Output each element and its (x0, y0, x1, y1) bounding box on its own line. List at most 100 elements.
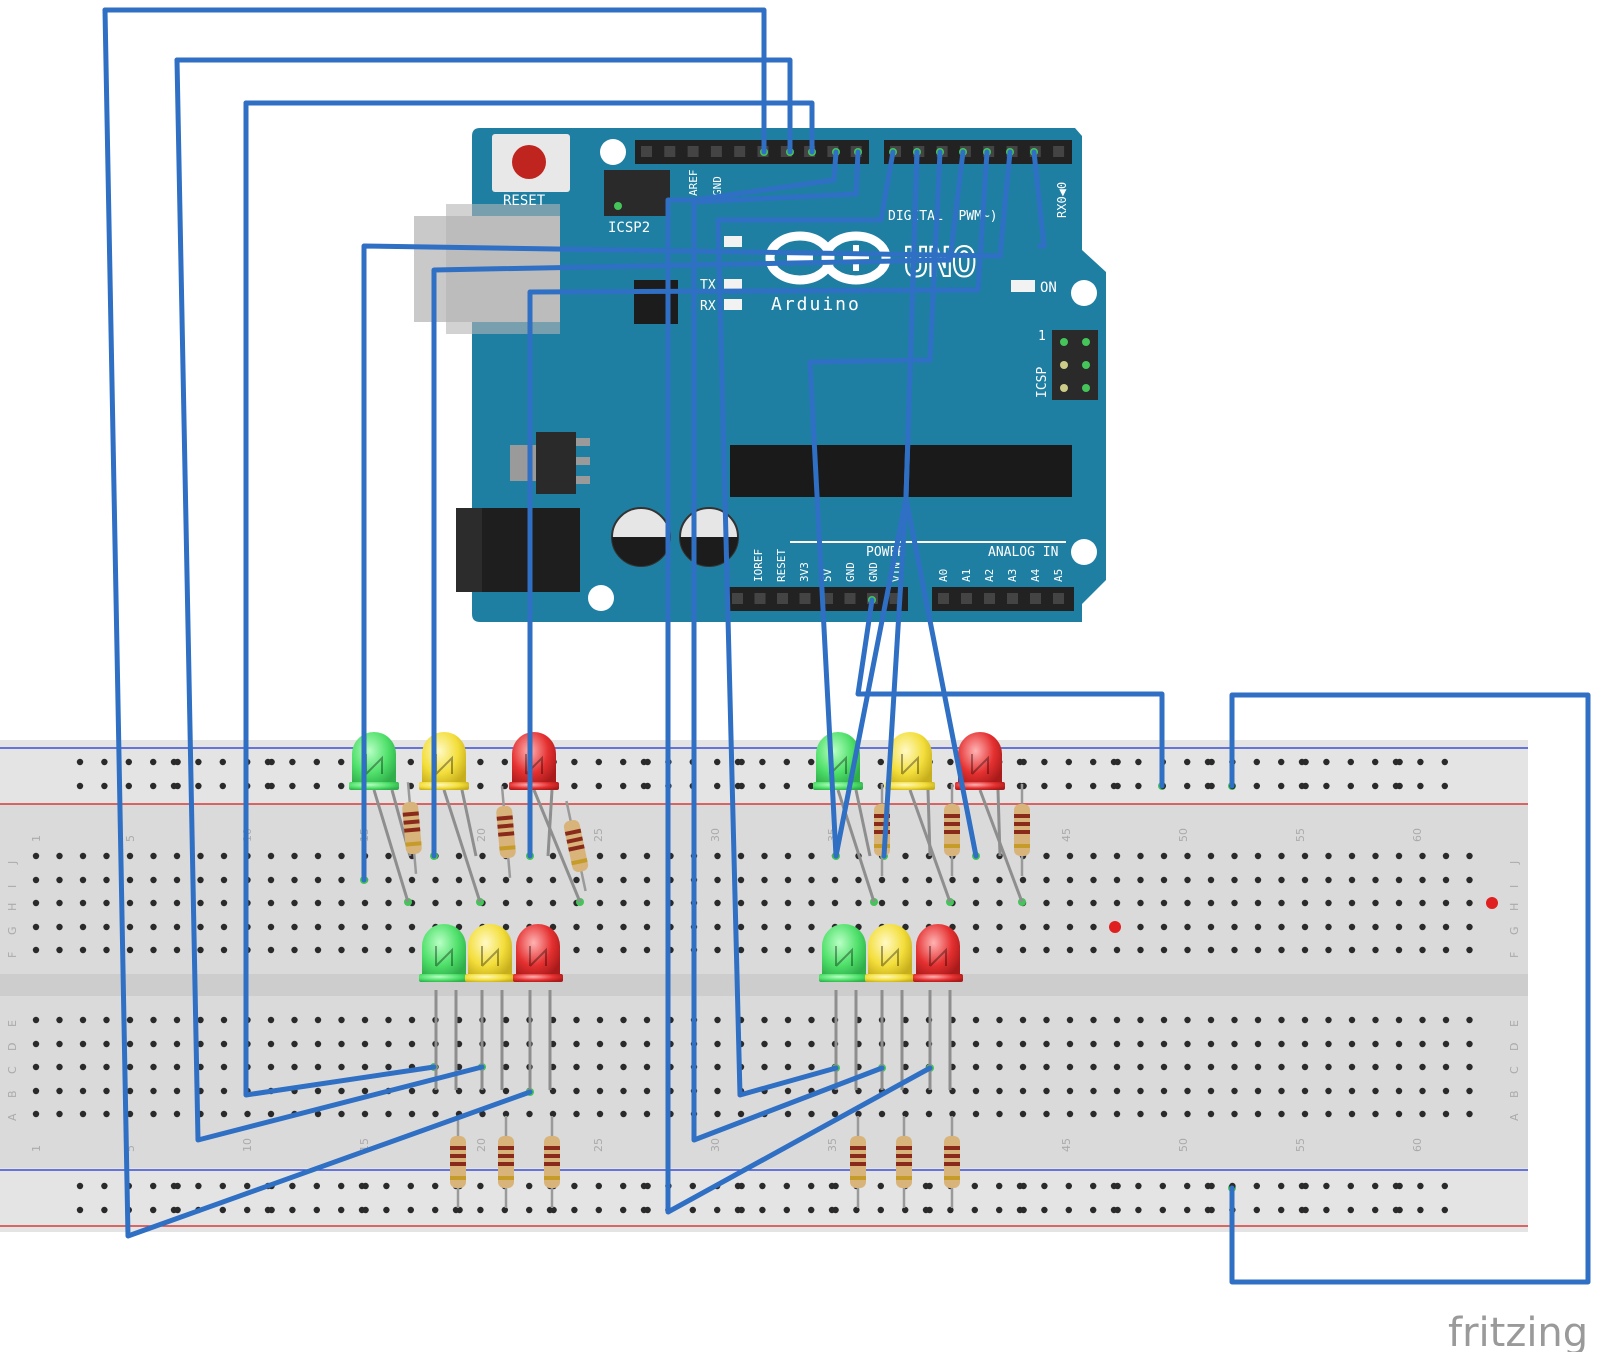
rail-hole (1135, 1182, 1142, 1190)
wire[interactable] (715, 149, 896, 1098)
resistor-band (496, 815, 513, 821)
breadboard-hole (1090, 852, 1097, 860)
rail-hole (1065, 758, 1073, 766)
wire[interactable] (243, 100, 437, 1098)
breadboard-hole (1137, 852, 1144, 860)
breadboard-hole (1395, 1040, 1403, 1048)
voltage-regulator (536, 432, 576, 494)
row-letter: E (6, 1020, 19, 1027)
breadboard-hole (173, 923, 181, 931)
breadboard-hole (573, 1016, 580, 1024)
col-num-top: 60 (1411, 828, 1424, 842)
rail-hole (195, 782, 202, 790)
breadboard-hole (150, 1016, 157, 1024)
breadboard-hole (479, 852, 486, 860)
breadboard-hole (549, 1110, 557, 1118)
rail-hole (125, 782, 132, 790)
breadboard-hole (314, 1110, 322, 1118)
breadboard-hole (1419, 1087, 1426, 1095)
rail-hole (1090, 758, 1097, 766)
rail-hole (526, 1206, 533, 1214)
rail-hole (734, 1182, 742, 1190)
breadboard-hole (1254, 1063, 1262, 1071)
breadboard-hole (1160, 1087, 1168, 1095)
wire[interactable] (361, 149, 1013, 883)
wire[interactable] (1031, 149, 1047, 249)
breadboard-hole (1184, 876, 1191, 884)
led-anvil (481, 946, 499, 967)
breadboard-hole (1113, 1110, 1121, 1118)
breadboard-hole (831, 899, 839, 907)
breadboard-hole (56, 1063, 63, 1071)
rail-hole (1278, 782, 1285, 790)
breadboard-hole (737, 899, 745, 907)
wire[interactable] (665, 149, 933, 1215)
wire[interactable] (243, 100, 815, 155)
breadboard-hole (784, 1040, 792, 1048)
rail-hole (1417, 782, 1424, 790)
rail-hole (996, 1182, 1003, 1190)
resistor-band (944, 1154, 960, 1158)
breadboard-hole (126, 1063, 134, 1071)
wire[interactable] (691, 149, 885, 1143)
breadboard-hole (103, 1110, 110, 1118)
breadboard-hole (150, 1087, 157, 1095)
icsp-header (1052, 330, 1098, 400)
resistor-band (1014, 844, 1030, 848)
breadboard-hole (1019, 1016, 1027, 1024)
col-num-bottom: 50 (1177, 1138, 1190, 1152)
breadboard-hole (1301, 1110, 1309, 1118)
col-num-top: 20 (475, 828, 488, 842)
icsp2-label: ICSP2 (608, 220, 650, 236)
wire[interactable] (855, 597, 1165, 789)
reset-button[interactable] (512, 145, 546, 179)
wire[interactable] (527, 149, 990, 859)
breadboard-hole (1184, 852, 1191, 860)
breadboard-hole (1348, 923, 1356, 931)
resistor (563, 800, 589, 892)
breadboard-hole (1113, 876, 1121, 884)
wire[interactable] (1229, 692, 1591, 1285)
breadboard-hole (267, 946, 275, 954)
wire[interactable] (102, 7, 533, 1239)
on-led (1011, 280, 1035, 292)
header-pin-label: GND (711, 176, 724, 196)
breadboard-hole (32, 876, 40, 884)
rail-hole (759, 1206, 766, 1214)
analog-pin-label: A1 (960, 569, 973, 582)
breadboard-hole (1254, 923, 1262, 931)
wire[interactable] (174, 57, 485, 1143)
breadboard-hole (267, 1063, 275, 1071)
breadboard-hole (220, 1110, 228, 1118)
breadboard-hole (338, 1087, 345, 1095)
led-rim (465, 974, 515, 982)
rail-hole (1110, 1206, 1118, 1214)
rail-hole (1392, 782, 1400, 790)
wire[interactable] (881, 495, 909, 859)
breadboard-hole (432, 899, 439, 907)
wire[interactable] (431, 149, 966, 859)
rail-hole (195, 1182, 202, 1190)
power-pin-label: GND (844, 562, 857, 582)
wire[interactable] (174, 57, 793, 155)
rail-hole (1392, 758, 1400, 766)
wire[interactable] (903, 149, 979, 859)
breadboard-hole (197, 1040, 204, 1048)
breadboard-hole (173, 1087, 181, 1095)
breadboard-hole (643, 1063, 651, 1071)
breadboard-hole (502, 1110, 510, 1118)
breadboard-hole (972, 1016, 980, 1024)
breadboard-hole (714, 946, 721, 954)
breadboard-hole (1348, 1063, 1356, 1071)
breadboard-hole (620, 946, 627, 954)
resistor-band (544, 1176, 560, 1180)
resistor-band (450, 1162, 466, 1166)
rail-hole (170, 1182, 178, 1190)
header-pin (710, 146, 722, 157)
rail-hole (338, 1206, 345, 1214)
led-yellow (865, 924, 915, 982)
breadboard-hole (1372, 923, 1379, 931)
breadboard-hole (1231, 1016, 1238, 1024)
breadboard-hole (338, 1063, 345, 1071)
